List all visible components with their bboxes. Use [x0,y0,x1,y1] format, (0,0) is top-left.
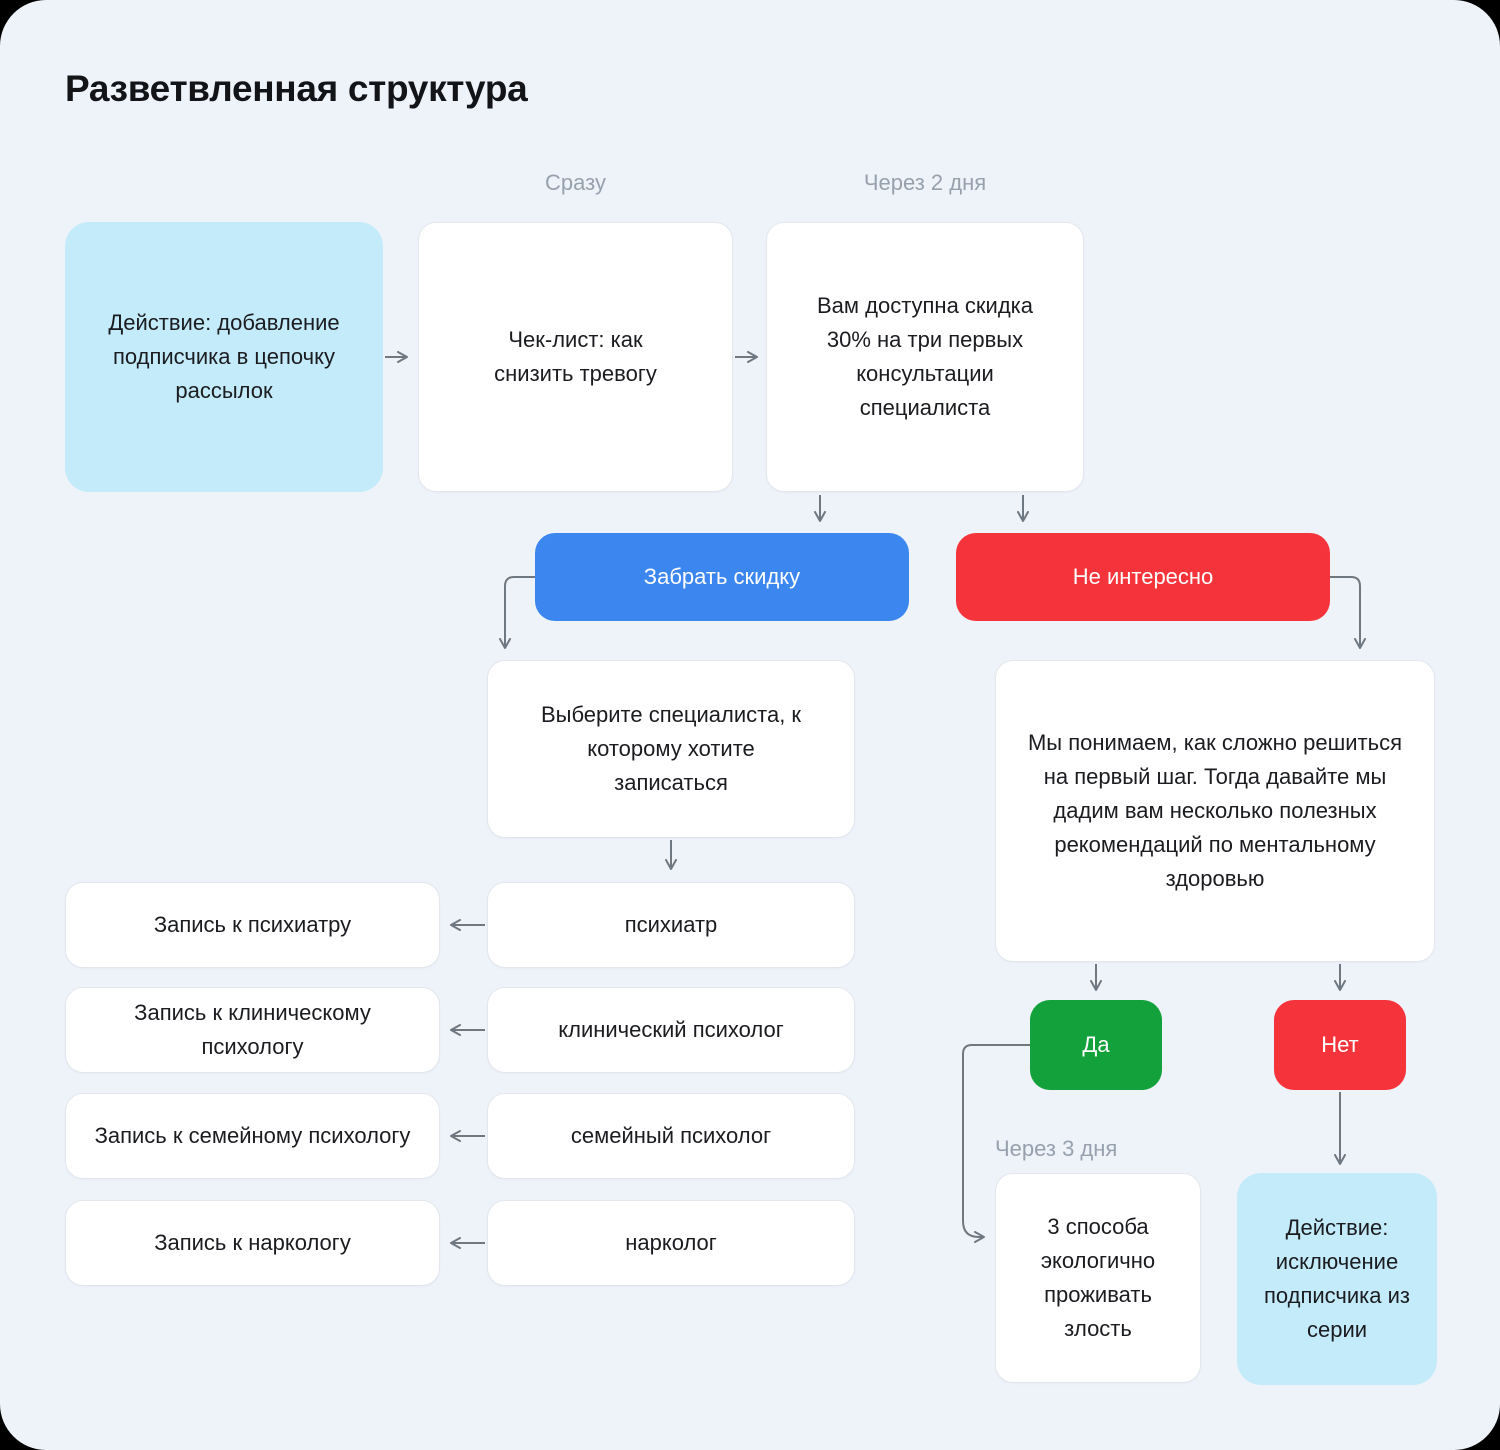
arrow-notinterested-to-understand [1330,576,1366,649]
not-interested-button[interactable]: Не интересно [956,533,1330,621]
node-action-add-subscriber: Действие: добавление подписчика в цепочк… [65,222,383,492]
arrow-take-to-choose [499,576,535,649]
timing-label-after-2-days: Через 2 дня [863,170,987,195]
node-we-understand: Мы понимаем, как сложно решиться на перв… [995,660,1435,962]
page-title: Разветвленная структура [65,68,528,109]
yes-button[interactable]: Да [1030,1000,1162,1090]
no-button[interactable]: Нет [1274,1000,1406,1090]
option-family-psychologist: семейный психолог [487,1093,855,1179]
result-clinical-psychologist: Запись к клиническому психологу [65,987,440,1073]
result-narcologist: Запись к наркологу [65,1200,440,1286]
node-three-ways-anger: 3 способа экологично проживать злость [995,1173,1201,1383]
option-narcologist: нарколог [487,1200,855,1286]
timing-label-after-3-days: Через 3 дня [995,1136,1118,1161]
node-checklist-email: Чек-лист: как снизить тревогу [418,222,733,492]
node-choose-specialist: Выберите специалиста, к которому хотите … [487,660,855,838]
node-discount-email: Вам доступна скидка 30% на три первых ко… [766,222,1084,492]
result-family-psychologist: Запись к семейному психологу [65,1093,440,1179]
timing-label-immediately: Сразу [545,170,606,195]
option-psychiatrist: психиатр [487,882,855,968]
option-clinical-psychologist: клинический психолог [487,987,855,1073]
node-action-exclude-subscriber: Действие: исключение подписчика из серии [1237,1173,1437,1385]
result-psychiatrist: Запись к психиатру [65,882,440,968]
take-discount-button[interactable]: Забрать скидку [535,533,909,621]
